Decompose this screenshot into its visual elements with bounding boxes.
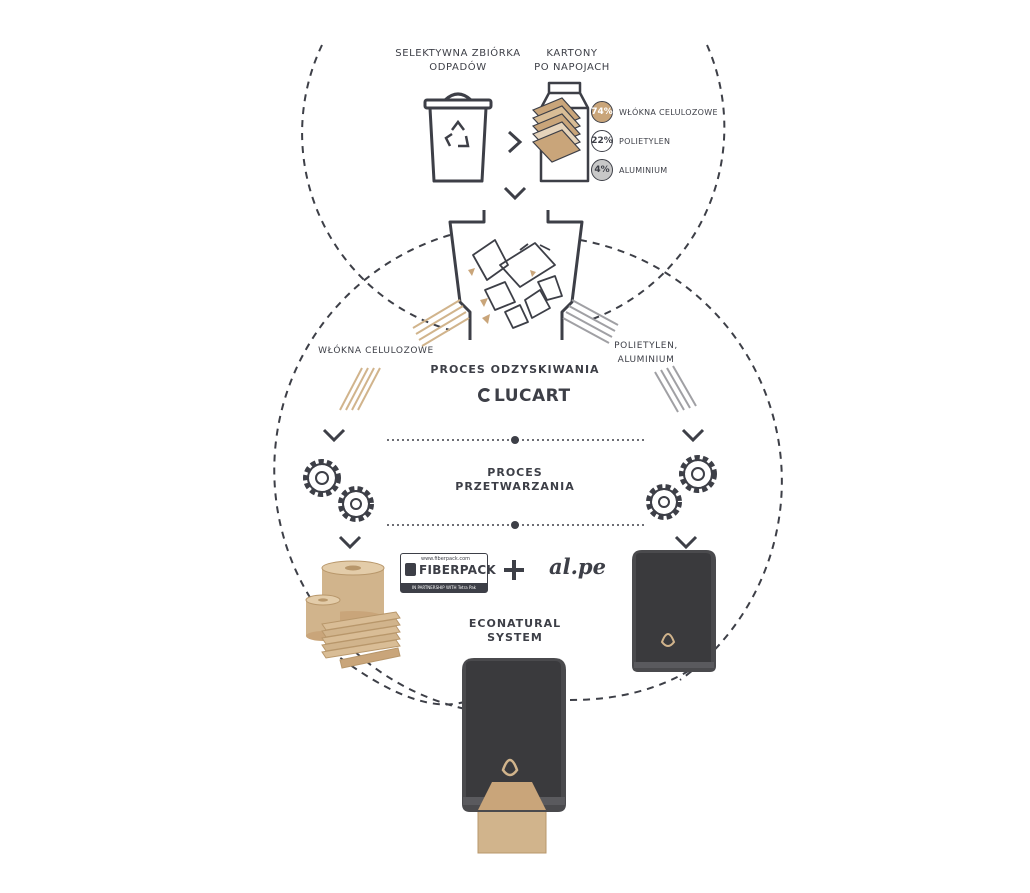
lucart-mark-icon [478, 388, 492, 402]
lower-dashed-circle-left [273, 234, 471, 711]
fiberpack-logo: www.fiberpack.com FIBERPACK IN PARTNERSH… [400, 553, 496, 593]
fiberpack-mark-icon [405, 563, 416, 576]
label-cellulose-small: WŁÓKNA CELULOZOWE [619, 108, 718, 117]
fiberpack-url: www.fiberpack.com [421, 556, 471, 562]
fiberpack-text: FIBERPACK [419, 563, 497, 577]
upper-dashed-arc [301, 44, 451, 331]
pct-aluminium: 4% [591, 159, 613, 181]
arrow-down-left-icon [322, 428, 346, 443]
fiberpack-band: IN PARTNERSHIP WITH Tetra Pak [401, 583, 487, 592]
arrow-down-left2-icon [338, 535, 362, 550]
alpe-logo: al.pe [549, 554, 606, 579]
label-aluminium-small: ALUMINIUM [619, 166, 668, 175]
upper-dashed-arc-right [589, 44, 726, 321]
separator-bottom-dot [511, 521, 519, 529]
label-polyethylene-small: POLIETYLEN [619, 137, 671, 146]
lower-dashed-circle-right [579, 239, 783, 681]
kraft-folded-towels-icon [321, 611, 401, 669]
arrow-down-right2-icon [674, 535, 698, 550]
poly-fiber-stream [562, 299, 619, 344]
pct-polyethylene: 22% [591, 130, 613, 152]
label-recovery-process: PROCES ODZYSKIWANIA [430, 363, 600, 376]
arrow-down-icon [503, 186, 527, 201]
separator-top-dot [511, 436, 519, 444]
pct-cellulose: 74% [591, 101, 613, 123]
hopper-icon [448, 210, 584, 340]
lucart-logo: LUCART [478, 386, 571, 406]
arrow-right-icon [507, 130, 523, 154]
label-econatural-system: ECONATURAL SYSTEM [468, 617, 562, 644]
gears-left-icon [303, 459, 374, 522]
label-selective-collection: SELEKTYWNA ZBIÓRKA ODPADÓW [395, 48, 521, 73]
recycle-symbol-icon [444, 119, 470, 148]
arrow-down-right-icon [681, 428, 705, 443]
poly-fiber-stream-lower [654, 365, 697, 413]
recycling-bin-icon [423, 92, 493, 183]
gears-right-icon [646, 455, 717, 520]
label-processing: PROCES PRZETWARZANIA [455, 466, 575, 493]
large-dispenser-icon [462, 658, 566, 854]
label-polyethylene-aluminium: POLIETYLEN, ALUMINIUM [614, 341, 678, 365]
lower-dashed-circle-bottom [329, 649, 471, 706]
label-cartons: KARTONY PO NAPOJACH [534, 48, 610, 73]
cellulose-fiber-stream-lower [339, 367, 381, 411]
crushed-cartons-icon [472, 239, 563, 329]
small-dispenser-icon [632, 550, 716, 672]
cellulose-fiber-stream [412, 299, 470, 347]
plus-icon [504, 560, 524, 580]
fragments-icon [468, 268, 536, 324]
label-cellulose-fibers: WŁÓKNA CELULOZOWE [318, 346, 434, 356]
lower-dashed-circle-bottom-right [569, 669, 691, 701]
carton-layers-icon [531, 97, 582, 163]
